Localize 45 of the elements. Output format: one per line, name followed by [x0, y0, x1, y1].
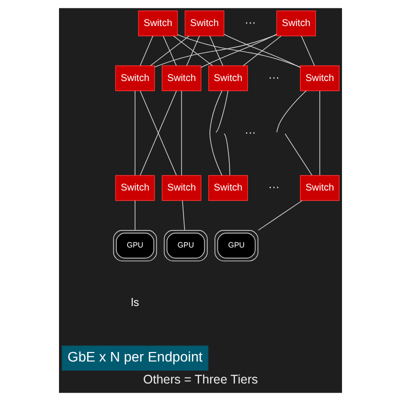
node-box: Switch: [208, 175, 248, 201]
connector: [134, 90, 135, 176]
connector: [139, 90, 176, 176]
label: GbE x N per Endpoint: [67, 348, 202, 365]
connector: [215, 90, 228, 133]
label: ···: [244, 17, 256, 30]
connector: [300, 36, 314, 66]
label: ···: [268, 182, 279, 194]
node-box: Switch: [138, 10, 178, 36]
connector: [139, 36, 153, 66]
connector: [242, 36, 281, 66]
connector: [172, 36, 212, 66]
label: ···: [268, 72, 279, 84]
label: ···: [244, 126, 256, 139]
label: ls: [130, 296, 139, 309]
node-box: Switch: [299, 175, 340, 201]
node-box: Switch: [114, 175, 154, 201]
connector: [276, 90, 306, 133]
connector: [223, 34, 300, 68]
connector: [162, 36, 176, 66]
connector: [208, 36, 223, 66]
connector: [186, 36, 200, 66]
connector: [284, 134, 312, 176]
connector: [182, 200, 184, 231]
connector: [154, 34, 276, 68]
connector: [200, 34, 277, 68]
node-box: Switch: [184, 10, 224, 36]
node-box: Switch: [161, 65, 201, 92]
node-box: Switch: [114, 65, 154, 92]
node-box: Switch: [276, 10, 316, 36]
node-box: GPU: [112, 230, 156, 262]
connector: [257, 200, 302, 231]
connector: [176, 34, 300, 68]
connector: [180, 90, 182, 176]
node-box: GPU: [214, 230, 258, 262]
node-box: Switch: [161, 175, 201, 201]
caption: Others = Three Tiers: [142, 372, 258, 386]
node-box: Switch: [299, 65, 340, 92]
node-box: Switch: [208, 65, 248, 92]
node-box: GPU: [163, 230, 208, 262]
connector: [318, 90, 320, 176]
connector: [150, 36, 189, 66]
connector: [134, 200, 135, 231]
connector: [223, 134, 230, 176]
connector: [209, 90, 222, 176]
